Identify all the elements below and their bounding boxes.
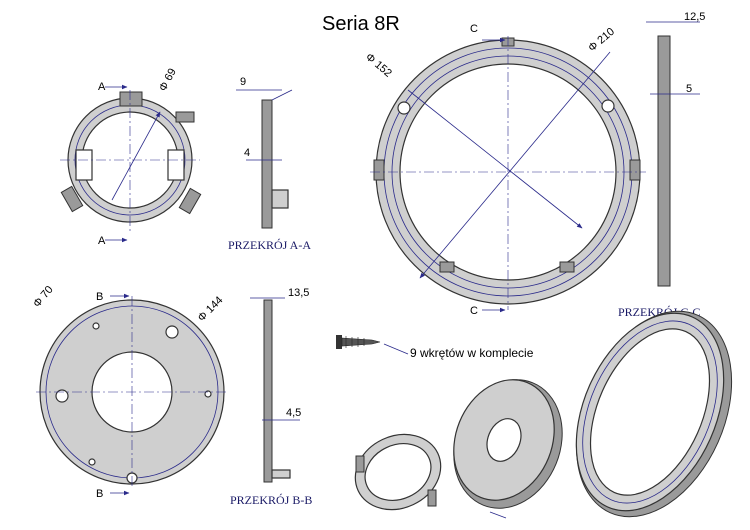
section-c-dim-top: 12,5 [684,11,705,23]
part-a-3d-view [354,433,442,511]
section-c-dim-mid: 5 [686,83,692,95]
part-b-3d-view [453,379,563,519]
section-c-profile [646,21,700,287]
section-b-diameter-left: Φ 70 [31,284,56,310]
section-a-dim-mid: 4 [244,147,250,159]
section-b-caption: PRZEKRÓJ B-B [230,493,312,507]
screw-note: 9 wkrętów w komplecie [410,346,534,360]
part-a-front-view [60,84,202,243]
page-title: Seria 8R [322,13,400,35]
section-a-diameter: Φ 69 [157,67,179,94]
section-a-marker-bottom: A [98,235,106,247]
section-b-marker-top: B [96,291,103,303]
section-c-marker-bottom: C [470,305,478,317]
section-c-diameter-left: Φ 152 [363,51,394,80]
section-b-dim-mid: 4,5 [286,407,301,419]
section-b-profile [250,297,300,483]
section-c-diameter-right: Φ 210 [586,26,617,55]
section-a-marker-top: A [98,81,106,93]
screw-icon [336,335,409,355]
section-a-dim-top: 9 [240,76,246,88]
section-a-caption: PRZEKRÓJ A-A [228,238,311,252]
part-c-front-view [370,36,646,313]
section-a-profile [236,89,293,229]
section-b-dim-top: 13,5 [288,287,309,299]
section-c-marker-top: C [470,23,478,35]
part-c-3d-view [575,310,733,518]
section-b-marker-bottom: B [96,488,103,500]
part-b-front-view [36,293,228,496]
section-b-diameter-right: Φ 144 [196,294,226,324]
